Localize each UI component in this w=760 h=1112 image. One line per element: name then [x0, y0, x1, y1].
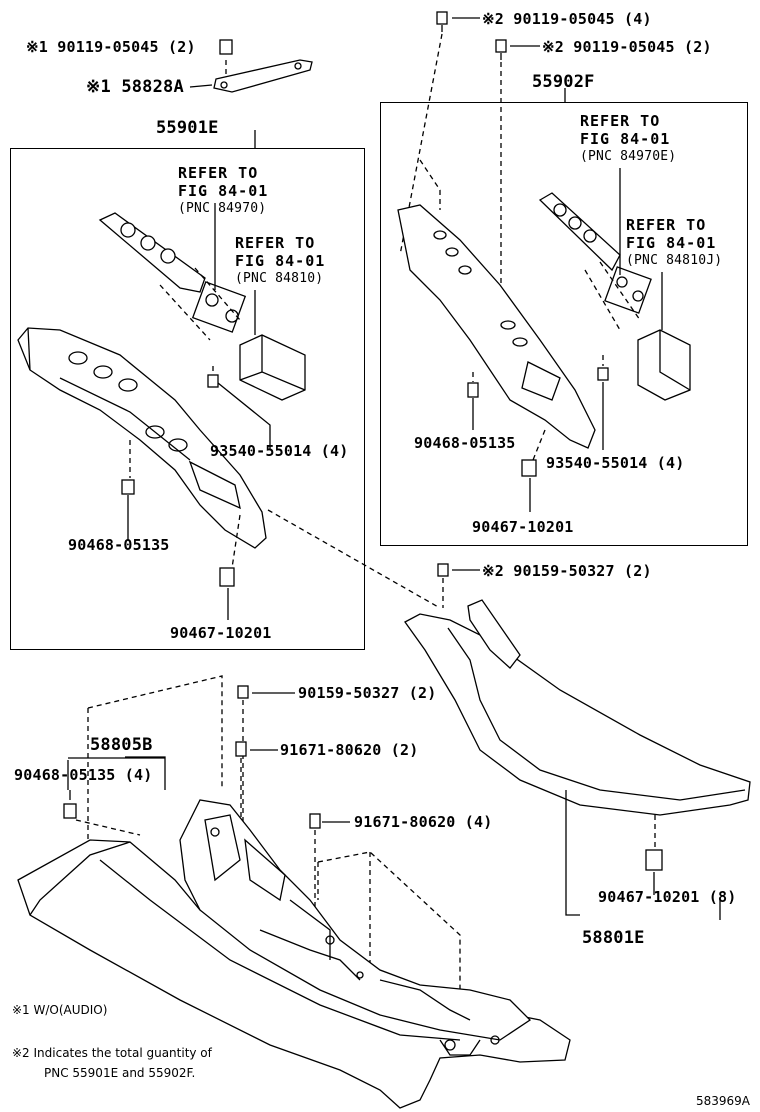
right-assembly-box — [380, 102, 748, 546]
label-left-clip-a: 90468-05135 — [68, 536, 170, 554]
label-screw-a: 91671-80620 (2) — [280, 741, 419, 759]
footnote-1: ※1 W/O(AUDIO) — [12, 1003, 108, 1017]
left-box-title: 55901E — [156, 118, 219, 138]
label-right-screw: 93540-55014 (4) — [546, 454, 685, 472]
label-clip-8: 90467-10201 (8) — [598, 888, 737, 906]
right-ref-84810j-line2: FIG 84-01 — [626, 234, 717, 252]
label-58801e: 58801E — [582, 928, 645, 948]
right-ref-84970e-line2: FIG 84-01 — [580, 130, 671, 148]
label-group-58805b: 58805B — [90, 735, 153, 755]
left-ref-84810-line1: REFER TO — [235, 234, 316, 252]
left-ref-84970-line2: FIG 84-01 — [178, 182, 269, 200]
label-top-right-bolt: ※2 90119-05045 (2) — [542, 38, 712, 56]
figure-id: 583969A — [696, 1094, 751, 1108]
right-ref-84810j-line1: REFER TO — [626, 216, 707, 234]
label-bracket-58828a: ※1 58828A — [86, 77, 184, 97]
right-ref-84970e-line3: (PNC 84970E) — [580, 149, 677, 164]
left-ref-84970-line1: REFER TO — [178, 164, 259, 182]
label-right-clip-b: 90467-10201 — [472, 518, 574, 536]
footnote-2-line2: PNC 55901E and 55902F. — [44, 1066, 196, 1080]
lower-console-58805b — [17, 675, 571, 1109]
label-clip-group: 90468-05135 (4) — [14, 766, 153, 784]
right-ref-84970e-line1: REFER TO — [580, 112, 661, 130]
left-ref-84970-line3: (PNC 84970) — [178, 201, 267, 216]
bolt-top-center — [399, 11, 480, 256]
left-assembly-box — [10, 148, 365, 650]
bolt-top-right — [495, 39, 540, 340]
label-mid-bolt-left: 90159-50327 (2) — [298, 684, 437, 702]
label-top-left-bolt: ※1 90119-05045 (2) — [26, 38, 196, 56]
console-lid-58801e — [404, 599, 751, 916]
label-top-center-bolt: ※2 90119-05045 (4) — [482, 10, 652, 28]
left-ref-84810-line2: FIG 84-01 — [235, 252, 326, 270]
label-mid-bolt-right: ※2 90159-50327 (2) — [482, 562, 652, 580]
right-box-title: 55902F — [532, 72, 595, 92]
label-right-clip-a: 90468-05135 — [414, 434, 516, 452]
left-ref-84810-line3: (PNC 84810) — [235, 271, 324, 286]
label-left-screw: 93540-55014 (4) — [210, 442, 349, 460]
footnote-2-line1: ※2 Indicates the total guantity of — [12, 1046, 212, 1060]
right-ref-84810j-line3: (PNC 84810J) — [626, 253, 723, 268]
right-box-drawing — [397, 88, 691, 512]
left-box-drawing — [17, 130, 441, 620]
label-left-clip-b: 90467-10201 — [170, 624, 272, 642]
bolt-mid-right — [437, 563, 480, 608]
label-screw-b: 91671-80620 (4) — [354, 813, 493, 831]
bracket-58828a-drawing — [189, 39, 313, 93]
